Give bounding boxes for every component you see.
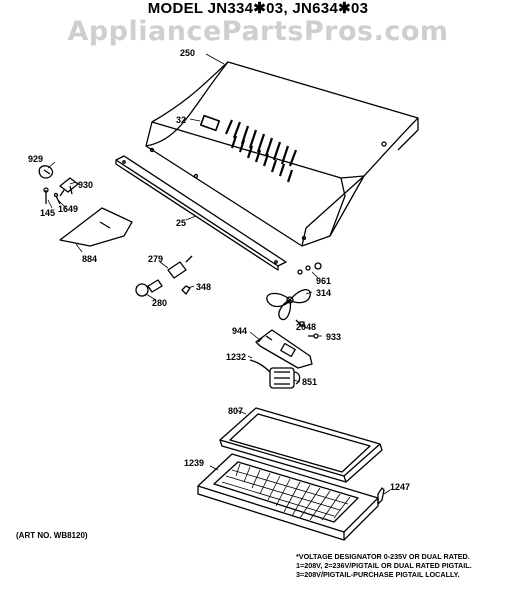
label-32: 32 [176, 115, 186, 125]
clip-348 [181, 285, 191, 295]
model-title: MODEL JN334✱03, JN634✱03 [147, 0, 369, 17]
footnote-line-2: 1=208V, 2=236V/PIGTAIL OR DUAL RATED PIG… [296, 561, 472, 570]
switch-930 [59, 177, 79, 197]
label-280: 280 [152, 298, 167, 308]
leader-lines [47, 53, 391, 495]
wire-1232 [249, 359, 271, 373]
motor-851 [269, 367, 301, 389]
filter-1239 [197, 453, 379, 541]
footnote-line-3: 3=208V/PIGTAIL-PURCHASE PIGTAIL LOCALLY. [296, 570, 460, 579]
grille-807 [219, 407, 383, 483]
label-2048: 2048 [296, 322, 316, 332]
bracket-944 [255, 329, 313, 369]
label-348: 348 [196, 282, 211, 292]
lamp-socket-279 [167, 255, 193, 279]
knob-929 [38, 165, 54, 179]
label-851: 851 [302, 377, 317, 387]
filter-plate-884 [59, 207, 133, 247]
watermark: AppliancePartsPros.com [67, 16, 449, 47]
label-1239: 1239 [184, 458, 204, 468]
label-807: 807 [228, 406, 243, 416]
label-944: 944 [232, 326, 247, 336]
screw-933 [308, 333, 319, 339]
art-number: (ART NO. WB8120) [16, 531, 88, 540]
label-930: 930 [78, 180, 93, 190]
label-961: 961 [316, 276, 331, 286]
label-929: 929 [28, 154, 43, 164]
voltage-footnote: *VOLTAGE DESIGNATOR 0-235V OR DUAL RATED… [296, 552, 512, 579]
label-314: 314 [316, 288, 331, 298]
filter-mesh [221, 463, 351, 521]
label-1232: 1232 [226, 352, 246, 362]
label-1247: 1247 [390, 482, 410, 492]
part-labels: 250 32 25 929 930 145 1649 884 279 280 3… [28, 48, 410, 492]
label-250: 250 [180, 48, 195, 58]
screw-145 [43, 187, 49, 204]
screws-961 [297, 262, 322, 275]
label-25: 25 [176, 218, 186, 228]
fan-blade-314 [266, 289, 311, 321]
footnote-line-1: *VOLTAGE DESIGNATOR 0-235V OR DUAL RATED… [296, 552, 470, 561]
trim-strip [115, 155, 287, 271]
label-145: 145 [40, 208, 55, 218]
hood-assembly [145, 61, 419, 247]
label-1649: 1649 [58, 204, 78, 214]
label-884: 884 [82, 254, 97, 264]
label-279: 279 [148, 254, 163, 264]
screw-1649 [53, 192, 61, 205]
lamp-280 [135, 279, 163, 297]
clip-1247 [377, 487, 385, 505]
label-933: 933 [326, 332, 341, 342]
